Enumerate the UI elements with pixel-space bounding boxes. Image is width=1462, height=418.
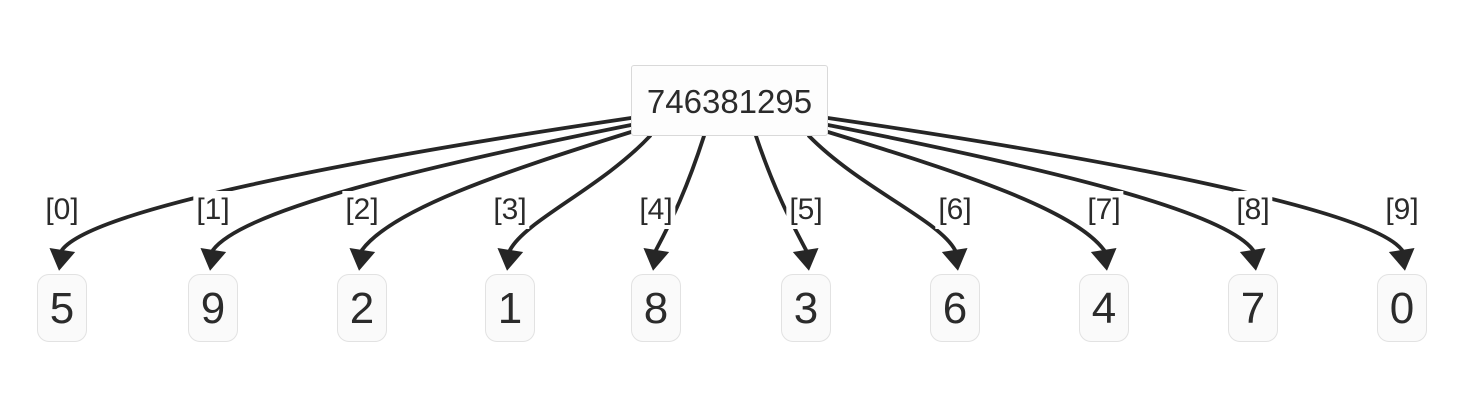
edge-index-label: [1] — [193, 191, 233, 229]
child-value: 6 — [942, 284, 968, 333]
edge-arrowhead-icon — [792, 247, 819, 271]
child-node: 6 — [930, 274, 980, 342]
child-node: 3 — [781, 274, 831, 342]
edge-index-label: [6] — [935, 191, 975, 229]
child-node: 0 — [1377, 274, 1427, 342]
edge-path — [826, 130, 1106, 252]
edge-index-label: [8] — [1233, 191, 1273, 229]
edge-arrowhead-icon — [497, 247, 524, 271]
edge-path — [60, 116, 633, 252]
edge-arrowhead-icon — [1090, 247, 1117, 271]
child-node: 2 — [337, 274, 387, 342]
edge-path — [360, 130, 633, 252]
edge-index-label: [4] — [636, 191, 676, 229]
edge-path — [508, 134, 652, 252]
child-node: 9 — [188, 274, 238, 342]
edge-arrowhead-icon — [941, 247, 968, 271]
edge-index-label: [3] — [490, 191, 530, 229]
child-value: 4 — [1091, 284, 1117, 333]
child-value: 5 — [49, 284, 75, 333]
child-node: 5 — [37, 274, 87, 342]
child-node: 7 — [1228, 274, 1278, 342]
child-value: 7 — [1240, 284, 1266, 333]
child-node: 8 — [631, 274, 681, 342]
child-node: 1 — [485, 274, 535, 342]
edge-path — [754, 134, 808, 252]
edge-arrowhead-icon — [1388, 247, 1415, 271]
root-node: 746381295 — [631, 65, 828, 136]
child-value: 0 — [1389, 284, 1415, 333]
edge-arrowhead-icon — [49, 247, 76, 271]
child-value: 9 — [200, 284, 226, 333]
edge-path — [826, 123, 1255, 252]
edge-arrowhead-icon — [200, 247, 227, 271]
edge-arrowhead-icon — [1239, 247, 1266, 271]
child-node: 4 — [1079, 274, 1129, 342]
edge-path — [654, 134, 706, 252]
edge-index-label: [9] — [1382, 191, 1422, 229]
edge-arrowhead-icon — [349, 247, 376, 271]
child-value: 2 — [349, 284, 375, 333]
edge-arrowhead-icon — [643, 247, 670, 271]
edge-index-label: [7] — [1084, 191, 1124, 229]
root-value: 746381295 — [646, 83, 813, 120]
child-value: 1 — [497, 284, 523, 333]
child-value: 3 — [793, 284, 819, 333]
edge-path — [807, 134, 957, 252]
child-value: 8 — [643, 284, 669, 333]
edge-path — [211, 123, 633, 252]
edge-index-label: [0] — [42, 191, 82, 229]
edge-index-label: [5] — [786, 191, 826, 229]
edge-index-label: [2] — [342, 191, 382, 229]
edge-path — [826, 116, 1404, 252]
